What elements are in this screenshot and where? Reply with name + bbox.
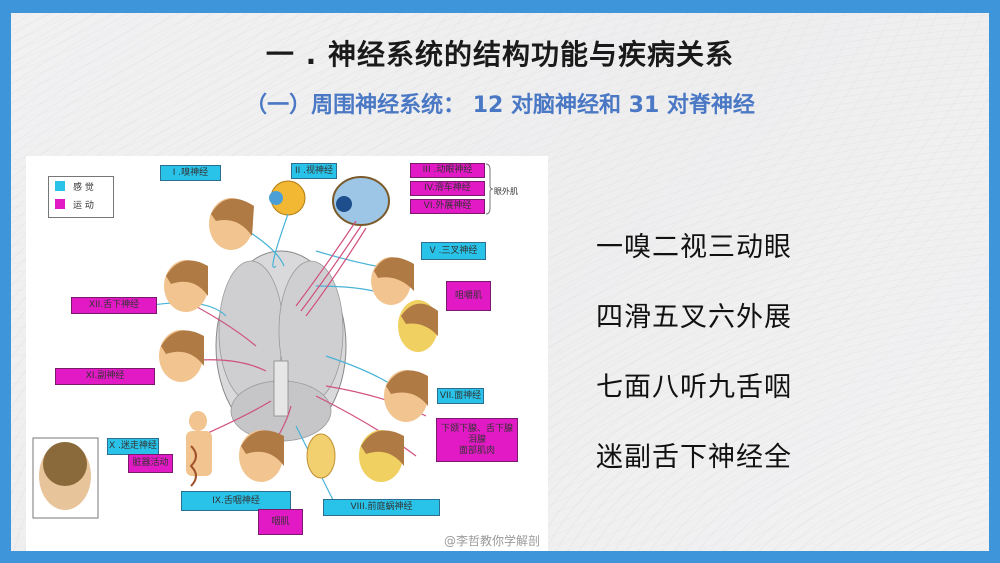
slide-title: 一 . 神经系统的结构功能与疾病关系 (265, 38, 735, 71)
slide-subtitle: （一）周围神经系统： 12 对脑神经和 31 对脊神经 (245, 93, 755, 118)
label-trochlear-nerve: IV.滑车神经 (410, 181, 485, 196)
watermark: @李哲教你学解剖 (443, 534, 540, 548)
nerve-illustration (32, 163, 494, 519)
facial-function-glands: 下颌下腺、舌下腺 (440, 423, 513, 434)
label-visceral-activity: 脏器活动 (128, 454, 173, 473)
label-pharyngeal-muscle: 咽肌 (258, 509, 303, 535)
legend-label: 运 动 (73, 200, 94, 211)
label-facial-functions: 下颌下腺、舌下腺 泪腺 面部肌肉 (436, 418, 518, 462)
label-optic-nerve: II .视神经 (291, 163, 337, 179)
mnemonic-line-3: 七面八听九舌咽 (596, 372, 792, 403)
label-abducens-nerve: VI.外展神经 (410, 199, 485, 214)
label-masticatory-muscles: 咀嚼肌 (446, 281, 491, 311)
label-extraocular-muscles: 眼外肌 (494, 187, 518, 196)
label-vestibulocochlear-nerve: VIII.前庭蜗神经 (323, 499, 440, 516)
legend-item-motor: 运 动 (49, 195, 113, 213)
label-facial-nerve: VII.面神经 (437, 388, 484, 404)
mnemonic-line-4: 迷副舌下神经全 (596, 442, 792, 473)
legend-swatch-magenta (55, 199, 65, 209)
mnemonic-line-1: 一嗅二视三动眼 (596, 232, 792, 263)
label-oculomotor-nerve: III .动眼神经 (410, 163, 485, 178)
facial-function-muscles: 面部肌肉 (458, 445, 495, 456)
cranial-nerves-diagram: 感 觉 运 动 I .嗅神经 II .视神经 III .动眼神经 IV.滑车神经… (26, 156, 548, 551)
slide: 一 . 神经系统的结构功能与疾病关系 （一）周围神经系统： 12 对脑神经和 3… (11, 13, 989, 551)
mnemonic-line-2: 四滑五叉六外展 (596, 302, 792, 333)
legend-swatch-cyan (55, 181, 65, 191)
legend: 感 觉 运 动 (48, 176, 114, 218)
label-hypoglossal-nerve: XII.舌下神经 (71, 297, 157, 314)
legend-item-sensory: 感 觉 (49, 177, 113, 195)
facial-function-lacrimal: 泪腺 (467, 434, 486, 445)
label-accessory-nerve: XI.副神经 (55, 368, 155, 385)
label-trigeminal-nerve: V .三叉神经 (421, 242, 486, 260)
label-vagus-nerve: X .迷走神经 (107, 438, 159, 455)
label-glossopharyngeal-nerve: IX.舌咽神经 (181, 491, 291, 511)
label-olfactory-nerve: I .嗅神经 (160, 165, 221, 181)
legend-label: 感 觉 (73, 182, 94, 193)
